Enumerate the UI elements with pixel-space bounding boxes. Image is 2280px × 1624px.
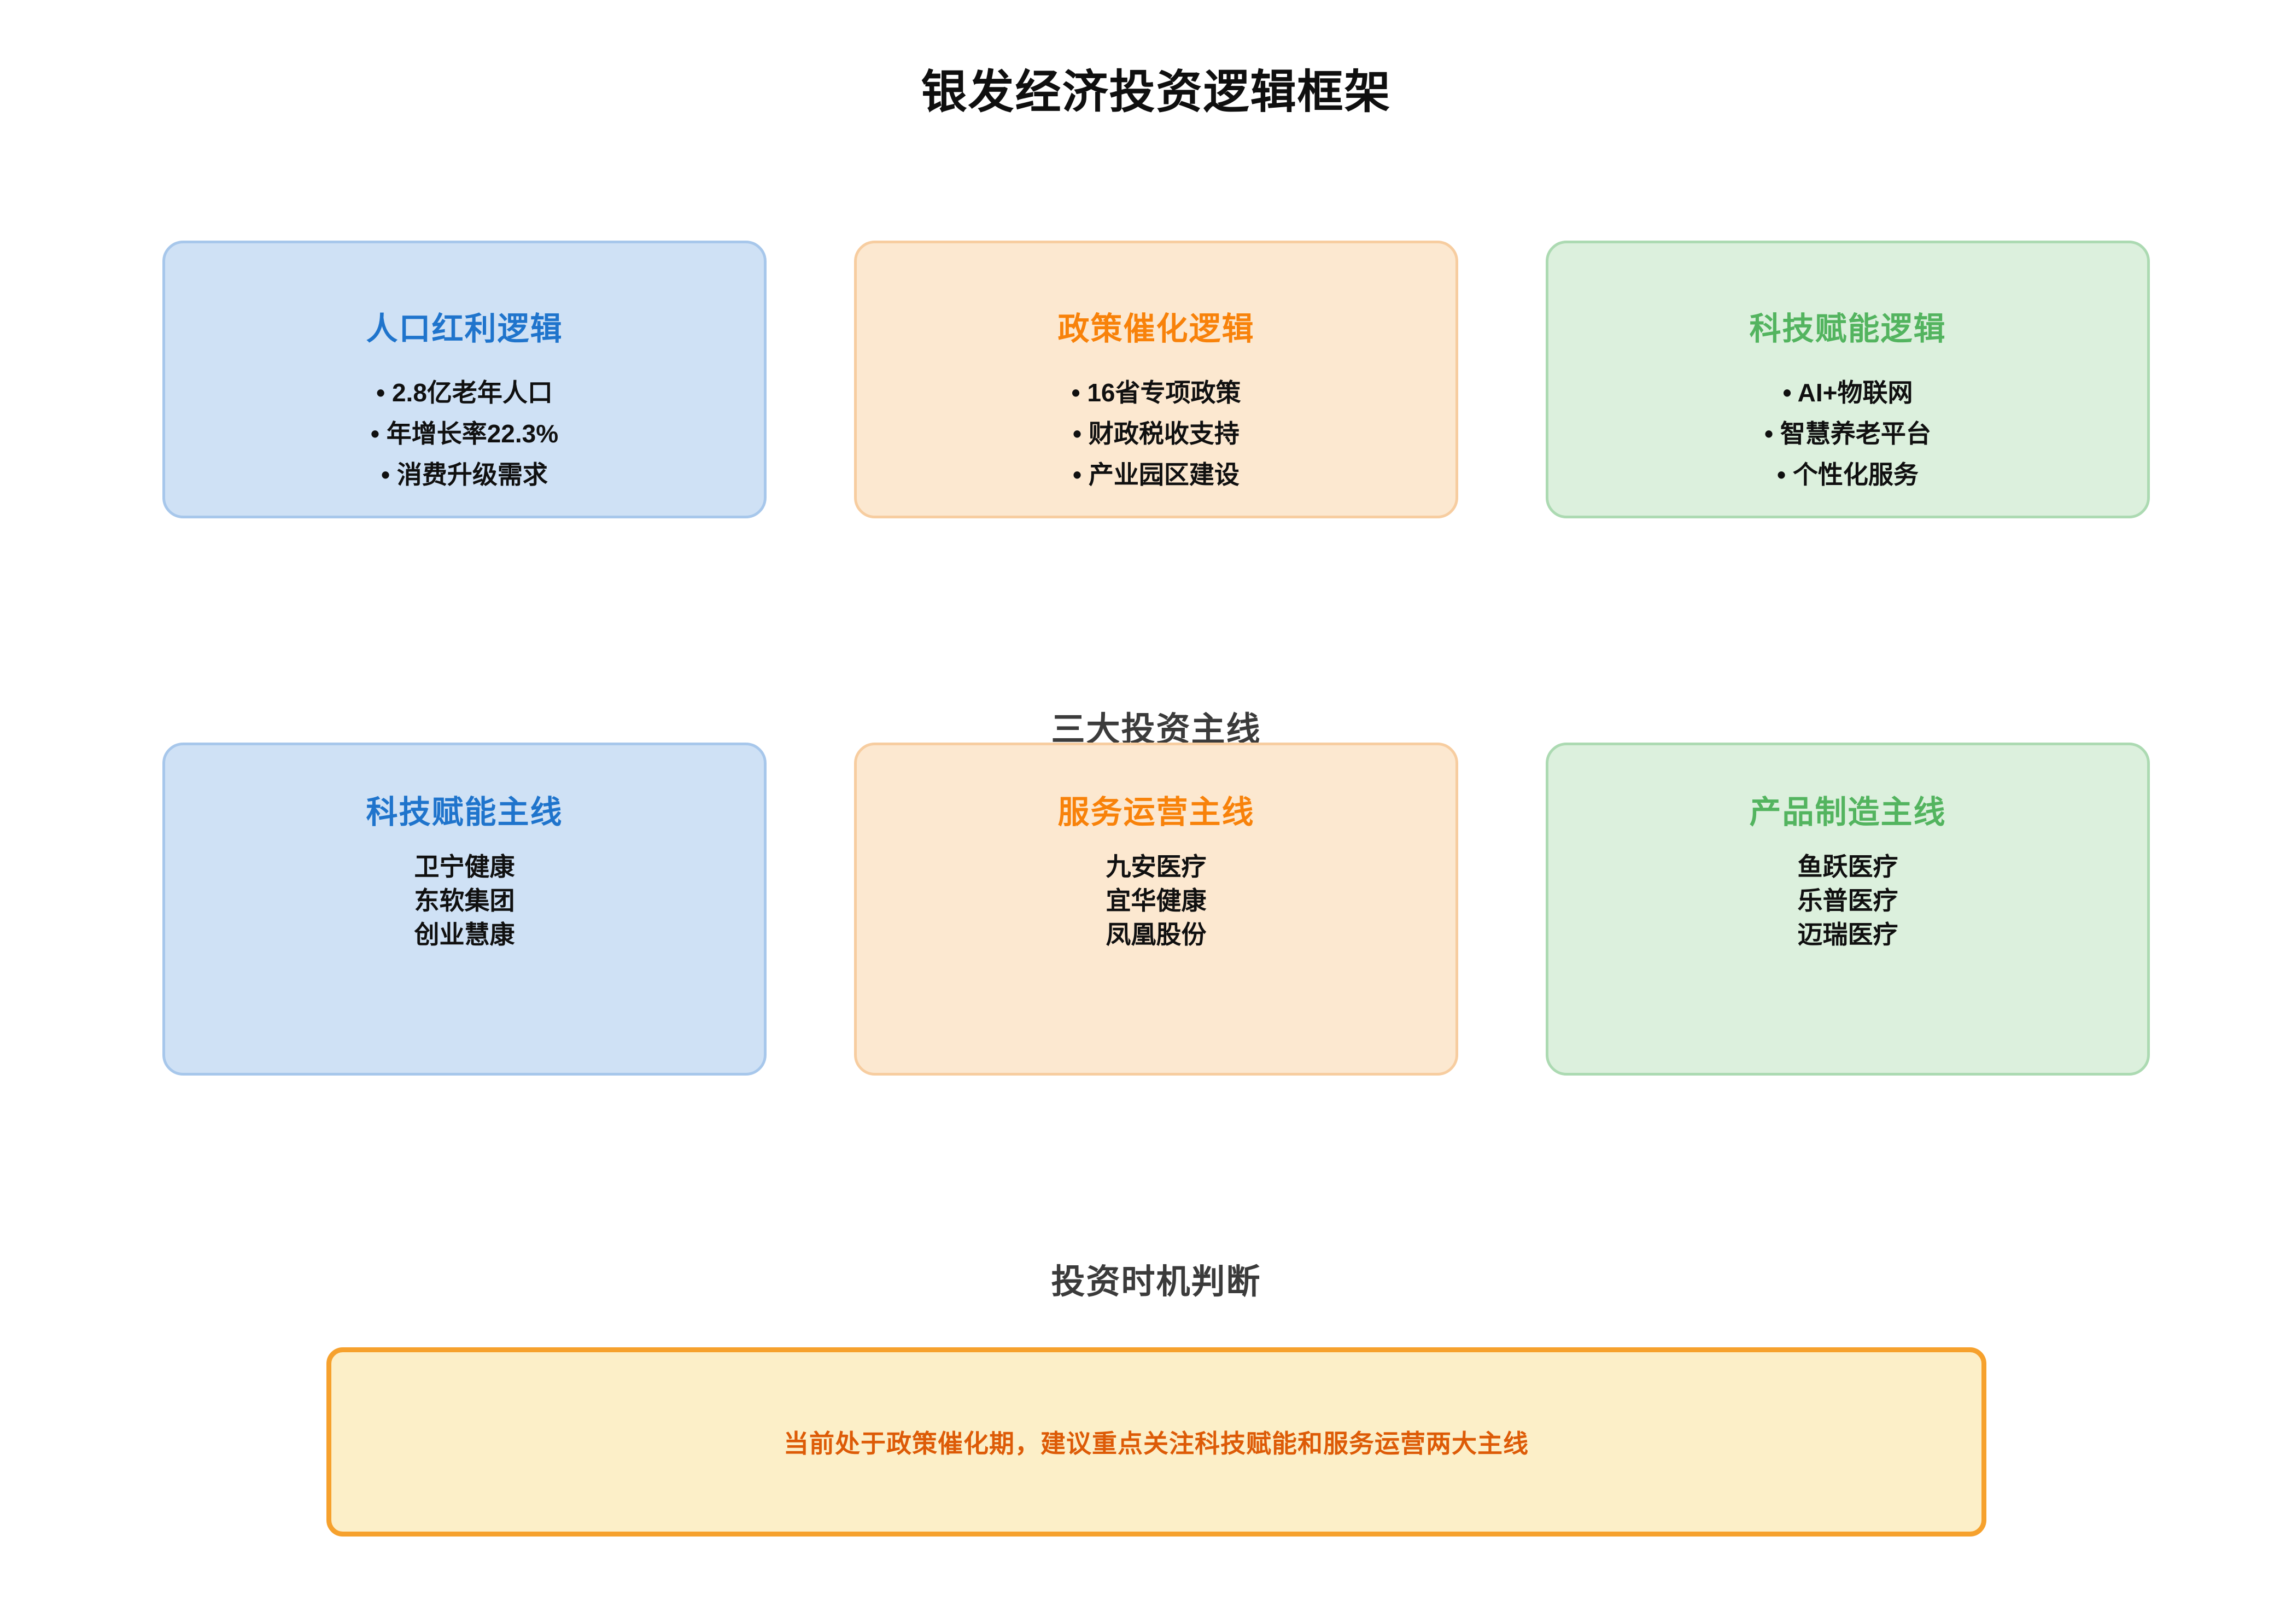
- card-population-dividend-logic: 人口红利逻辑 • 2.8亿老年人口 • 年增长率22.3% • 消费升级需求: [162, 241, 767, 518]
- stock-name: 迈瑞医疗: [1797, 920, 1898, 949]
- card-item: • AI+物联网: [1782, 378, 1913, 407]
- card-item: • 消费升级需求: [381, 460, 548, 489]
- stock-name: 鱼跃医疗: [1797, 852, 1898, 881]
- stock-name: 宜华健康: [1106, 886, 1207, 915]
- card-item: • 16省专项政策: [1071, 378, 1241, 407]
- card-title: 产品制造主线: [1749, 795, 1946, 830]
- stock-name: 卫宁健康: [414, 852, 515, 881]
- card-item: • 2.8亿老年人口: [376, 378, 553, 407]
- card-item-list: 九安医疗 宜华健康 凤凰股份: [857, 850, 1455, 951]
- timing-conclusion-text: 当前处于政策催化期，建议重点关注科技赋能和服务运营两大主线: [784, 1429, 1529, 1458]
- card-title: 政策催化逻辑: [1057, 311, 1255, 347]
- card-item: • 产业园区建设: [1073, 460, 1240, 489]
- card-item-list: 鱼跃医疗 乐普医疗 迈瑞医疗: [1548, 850, 2147, 951]
- stock-name: 九安医疗: [1106, 852, 1207, 881]
- card-item-list: • 16省专项政策 • 财政税收支持 • 产业园区建设: [857, 372, 1455, 495]
- diagram-canvas: 银发经济投资逻辑框架 人口红利逻辑 • 2.8亿老年人口 • 年增长率22.3%…: [162, 0, 2150, 1537]
- stock-name: 凤凰股份: [1106, 920, 1207, 949]
- stock-name: 东软集团: [414, 886, 515, 915]
- section-title-investment-timing: 投资时机判断: [1051, 1263, 1261, 1301]
- section-title-investment-themes: 三大投资主线: [1051, 711, 1261, 749]
- card-item: • 年增长率22.3%: [370, 419, 559, 448]
- card-item-list: 卫宁健康 东软集团 创业慧康: [165, 850, 764, 951]
- stock-name: 乐普医疗: [1797, 886, 1898, 915]
- card-item-list: • AI+物联网 • 智慧养老平台 • 个性化服务: [1548, 372, 2147, 495]
- timing-conclusion-box: 当前处于政策催化期，建议重点关注科技赋能和服务运营两大主线: [326, 1347, 1986, 1537]
- card-item: • 智慧养老平台: [1764, 419, 1931, 448]
- logic-cards-row: 人口红利逻辑 • 2.8亿老年人口 • 年增长率22.3% • 消费升级需求 政…: [162, 241, 2150, 518]
- card-item: • 财政税收支持: [1073, 419, 1240, 448]
- page-title: 银发经济投资逻辑框架: [921, 66, 1392, 118]
- stock-name: 创业慧康: [414, 920, 515, 949]
- card-title: 人口红利逻辑: [366, 311, 563, 347]
- card-title: 科技赋能逻辑: [1749, 311, 1946, 347]
- card-title: 科技赋能主线: [366, 795, 563, 830]
- card-product-manufacturing-theme: 产品制造主线 鱼跃医疗 乐普医疗 迈瑞医疗: [1546, 743, 2150, 1076]
- card-title: 服务运营主线: [1057, 795, 1255, 830]
- card-item-list: • 2.8亿老年人口 • 年增长率22.3% • 消费升级需求: [165, 372, 764, 495]
- theme-cards-row: 科技赋能主线 卫宁健康 东软集团 创业慧康 服务运营主线 九安医疗 宜华健康 凤…: [162, 743, 2150, 1076]
- card-tech-enablement-theme: 科技赋能主线 卫宁健康 东软集团 创业慧康: [162, 743, 767, 1076]
- card-policy-catalyst-logic: 政策催化逻辑 • 16省专项政策 • 财政税收支持 • 产业园区建设: [854, 241, 1458, 518]
- card-service-operation-theme: 服务运营主线 九安医疗 宜华健康 凤凰股份: [854, 743, 1458, 1076]
- card-tech-enablement-logic: 科技赋能逻辑 • AI+物联网 • 智慧养老平台 • 个性化服务: [1546, 241, 2150, 518]
- card-item: • 个性化服务: [1777, 460, 1919, 489]
